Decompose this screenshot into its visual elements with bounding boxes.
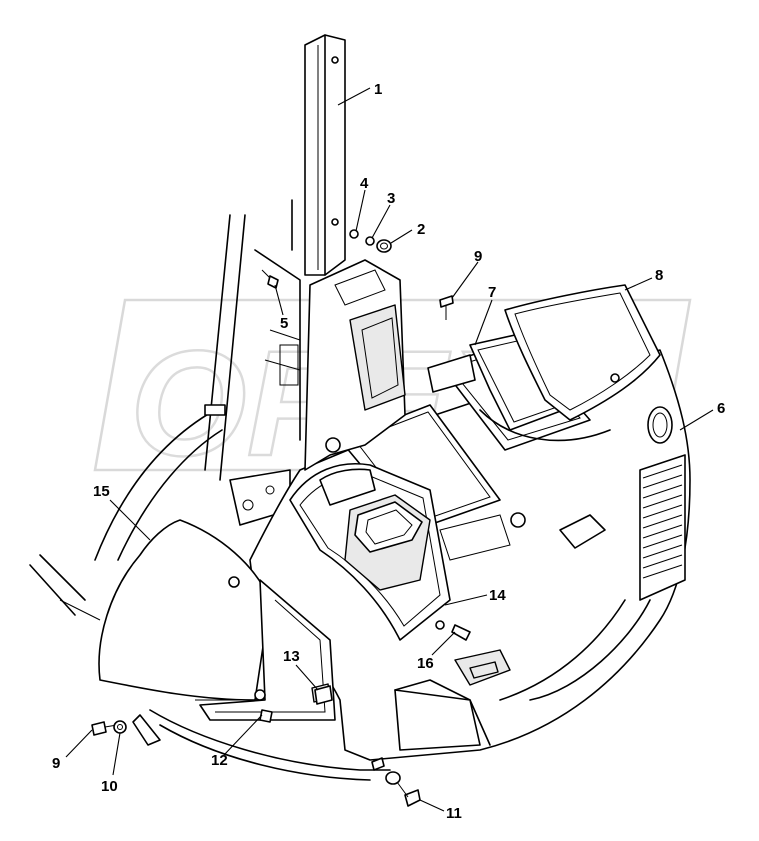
callout-15: 15 xyxy=(93,483,110,500)
leader-lines xyxy=(65,87,714,812)
callout-9-upper: 9 xyxy=(474,248,482,265)
callout-10: 10 xyxy=(101,778,118,795)
center-pillar xyxy=(304,259,406,471)
callout-1: 1 xyxy=(374,81,382,98)
callout-6: 6 xyxy=(717,400,725,417)
callout-13: 13 xyxy=(283,648,300,665)
vertical-bracket xyxy=(304,34,346,276)
callout-2: 2 xyxy=(417,221,425,238)
callout-9-lower: 9 xyxy=(52,755,60,772)
lid-cover xyxy=(504,284,661,421)
cupholder-housing xyxy=(289,463,451,641)
cab-frame xyxy=(29,199,301,621)
callout-7: 7 xyxy=(488,284,496,301)
callout-4: 4 xyxy=(360,175,369,192)
vent-grille xyxy=(639,454,686,601)
callout-5: 5 xyxy=(280,315,288,332)
side-cover xyxy=(98,519,271,701)
fasteners xyxy=(91,229,471,807)
callout-11: 11 xyxy=(446,805,462,822)
callout-12: 12 xyxy=(211,752,228,769)
callout-16: 16 xyxy=(417,655,434,672)
callout-labels: 1 2 3 4 5 6 7 8 9 9 10 11 12 13 14 15 16 xyxy=(52,81,725,822)
callout-14: 14 xyxy=(489,587,506,604)
callout-3: 3 xyxy=(387,190,395,207)
callout-8: 8 xyxy=(655,267,663,284)
